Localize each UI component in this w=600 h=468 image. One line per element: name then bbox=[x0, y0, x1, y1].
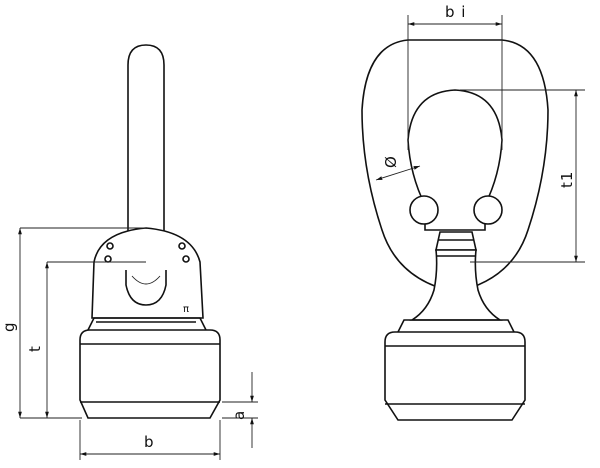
dim-label-bi: b i bbox=[445, 3, 466, 21]
base-body bbox=[79, 329, 221, 419]
rivet-icon bbox=[106, 242, 114, 250]
dim-label-b: b bbox=[144, 433, 155, 451]
right-view: b i t1 Ø bbox=[361, 3, 585, 421]
rivet-icon bbox=[182, 255, 190, 263]
dim-label-t: t bbox=[26, 345, 44, 352]
swivel-neck bbox=[435, 231, 477, 251]
marking-symbol: π bbox=[183, 304, 189, 315]
bail-inner bbox=[407, 89, 503, 231]
knob-left bbox=[409, 195, 439, 225]
shank-base-arc bbox=[125, 270, 167, 306]
left-view: π g t a b bbox=[0, 44, 258, 460]
dim-label-t1: t1 bbox=[558, 171, 576, 188]
dim-label-a: a bbox=[230, 410, 248, 420]
rivet-icon bbox=[178, 242, 186, 250]
dim-label-g: g bbox=[0, 321, 18, 332]
base-body-front bbox=[384, 331, 526, 421]
foot-flange-front bbox=[397, 319, 515, 333]
dim-label-diameter: Ø bbox=[382, 155, 400, 168]
foot-flange bbox=[87, 317, 207, 331]
knob-right bbox=[473, 195, 503, 225]
swivel-housing bbox=[91, 227, 204, 319]
bail-shank bbox=[127, 44, 165, 283]
